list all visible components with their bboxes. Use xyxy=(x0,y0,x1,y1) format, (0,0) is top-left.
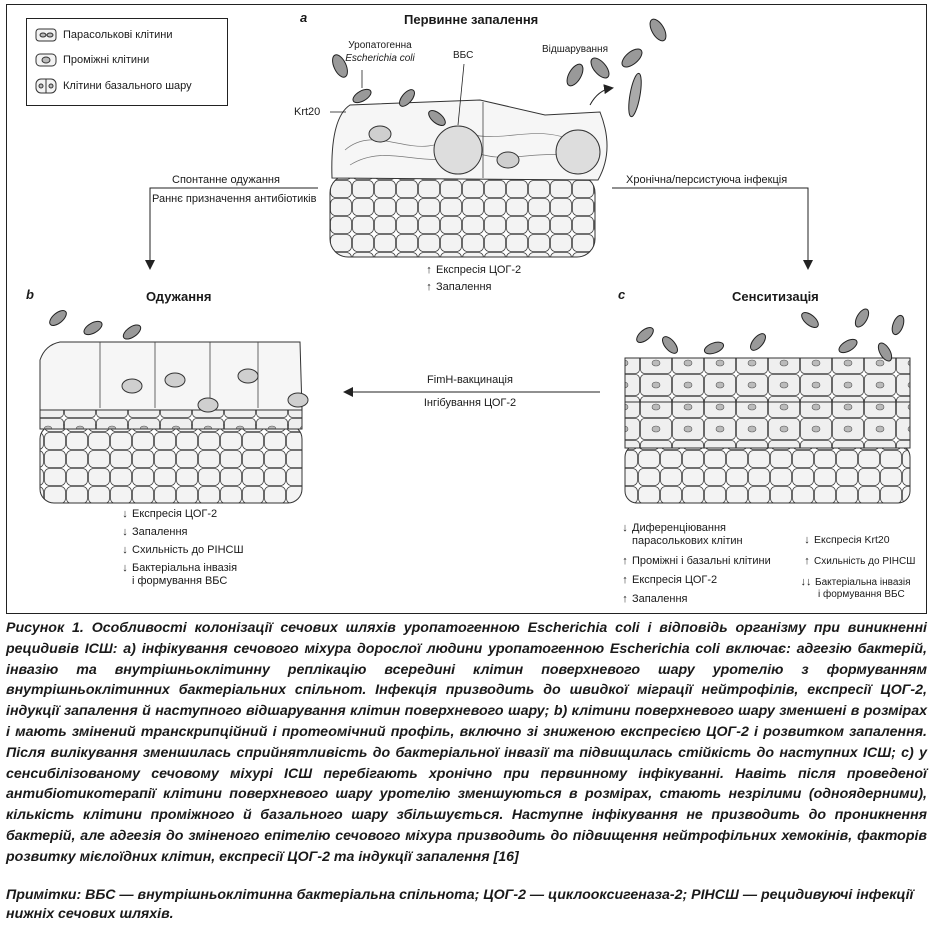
marker-text: Експресія ЦОГ-2 xyxy=(436,264,522,276)
marker-text: Схильність до РІНСШ xyxy=(814,556,916,567)
figure-caption: Рисунок 1. Особливості колонізації сечов… xyxy=(6,618,927,868)
panel-b-marker-0: ↓ Експресія ЦОГ-2 xyxy=(118,508,217,520)
panel-c-tissue xyxy=(624,308,911,504)
legend-label-basal: Клітини базального шару xyxy=(63,80,192,92)
marker-text: Бактеріальна інвазія xyxy=(132,562,238,574)
panel-c-left-marker-2: ↑ Експресія ЦОГ-2 xyxy=(618,574,717,586)
panel-a-letter: a xyxy=(300,10,308,25)
krt20-label: Krt20 xyxy=(294,106,321,118)
vbs-label: ВБС xyxy=(453,50,474,61)
panel-a-title: Первинне запалення xyxy=(404,12,539,27)
basal-cell-icon xyxy=(35,78,57,94)
marker-text: Бактеріальна інвазія xyxy=(815,577,911,588)
legend-label-umbrella: Парасолькові клітини xyxy=(63,29,173,41)
note-text: Примітки: ВБС — внутрішньоклітинна бакте… xyxy=(6,887,914,923)
panel-b-letter: b xyxy=(26,287,34,302)
up-arrow-icon: ↑ xyxy=(622,593,628,605)
down-arrow-icon: ↓ xyxy=(122,526,128,538)
legend-item-intermediate: Проміжні клітини xyxy=(35,49,149,71)
panel-c-left-marker-0: ↓ Диференціювання xyxy=(618,522,726,534)
up-arrow-icon: ↑ xyxy=(426,281,432,293)
up-arrow-icon: ↑ xyxy=(622,555,628,567)
intermediate-cell-icon xyxy=(35,53,57,67)
legend-label-intermediate: Проміжні клітини xyxy=(63,54,150,66)
marker-text: Експресія ЦОГ-2 xyxy=(632,574,718,586)
middle-arrow-line2: Інгібування ЦОГ-2 xyxy=(423,397,517,409)
left-path-line2: Раннє призначення антибіотиків xyxy=(152,193,317,205)
double-down-arrow-icon: ↓↓ xyxy=(800,576,812,588)
middle-arrow-line1: FimH-вакцинація xyxy=(427,374,513,386)
down-arrow-icon: ↓ xyxy=(122,544,128,556)
marker-text: Експресія ЦОГ-2 xyxy=(132,508,218,520)
legend: Парасолькові клітини Проміжні клітини Кл… xyxy=(26,18,228,106)
legend-item-umbrella: Парасолькові клітини xyxy=(35,24,173,46)
caption-text: Рисунок 1. Особливості колонізації сечов… xyxy=(6,620,927,865)
figure-note: Примітки: ВБС — внутрішньоклітинна бакте… xyxy=(6,872,927,938)
marker-text: Запалення xyxy=(132,526,188,538)
panel-c-right-marker-2: ↓↓Бактеріальна інвазія xyxy=(797,576,911,588)
left-path-line1: Спонтанне одужання xyxy=(172,174,280,186)
right-path-line1: Хронічна/персистуюча інфекція xyxy=(626,174,788,186)
up-arrow-icon: ↑ xyxy=(426,264,432,276)
diagram-canvas xyxy=(39,18,911,504)
umbrella-cell-icon xyxy=(35,28,57,42)
panel-c-left-marker-3: ↑ Запалення xyxy=(618,593,687,605)
down-arrow-icon: ↓ xyxy=(122,562,128,574)
marker-text: Схильність до РІНСШ xyxy=(132,544,244,556)
panel-b-marker-3-line2: і формування ВБС xyxy=(132,575,228,587)
panel-c-title: Сенситизація xyxy=(732,289,819,304)
panel-a-tissue xyxy=(329,18,667,258)
legend-item-basal: Клітини базального шару xyxy=(35,75,192,97)
panel-c-letter: c xyxy=(618,287,626,302)
panel-c-right-marker-0: ↓ Експресія Krt20 xyxy=(800,534,890,546)
panel-c-left-marker-1: ↑ Проміжні і базальні клітини xyxy=(618,555,771,567)
panel-b-title: Одужання xyxy=(146,289,212,304)
upec-label-line1: Уропатогенна xyxy=(348,40,412,51)
panel-b-marker-1: ↓ Запалення xyxy=(118,526,187,538)
marker-text: Проміжні і базальні клітини xyxy=(632,555,771,567)
panel-c-right-marker-2-line2: і формування ВБС xyxy=(818,589,905,600)
down-arrow-icon: ↓ xyxy=(804,534,810,546)
up-arrow-icon: ↑ xyxy=(622,574,628,586)
exfoliation-label: Відшарування xyxy=(542,44,608,55)
panel-b-tissue xyxy=(39,310,309,504)
upec-label-line2: Escherichia coli xyxy=(345,53,415,64)
panel-a-marker-cox2: ↑ Експресія ЦОГ-2 xyxy=(422,264,521,276)
panel-c-left-marker-0-line2: парасолькових клітин xyxy=(632,535,743,547)
marker-text: Запалення xyxy=(632,593,688,605)
up-arrow-icon: ↑ xyxy=(804,555,810,567)
panel-c-right-marker-1: ↑ Схильність до РІНСШ xyxy=(800,555,915,567)
panel-a-marker-inflammation: ↑ Запалення xyxy=(422,281,491,293)
flow-arrows xyxy=(145,187,813,397)
panel-b-marker-3: ↓ Бактеріальна інвазія xyxy=(118,562,237,574)
marker-text: Експресія Krt20 xyxy=(814,534,890,546)
marker-text: Диференціювання xyxy=(632,522,727,534)
panel-b-marker-2: ↓ Схильність до РІНСШ xyxy=(118,544,244,556)
down-arrow-icon: ↓ xyxy=(122,508,128,520)
marker-text: Запалення xyxy=(436,281,492,293)
down-arrow-icon: ↓ xyxy=(622,522,628,534)
